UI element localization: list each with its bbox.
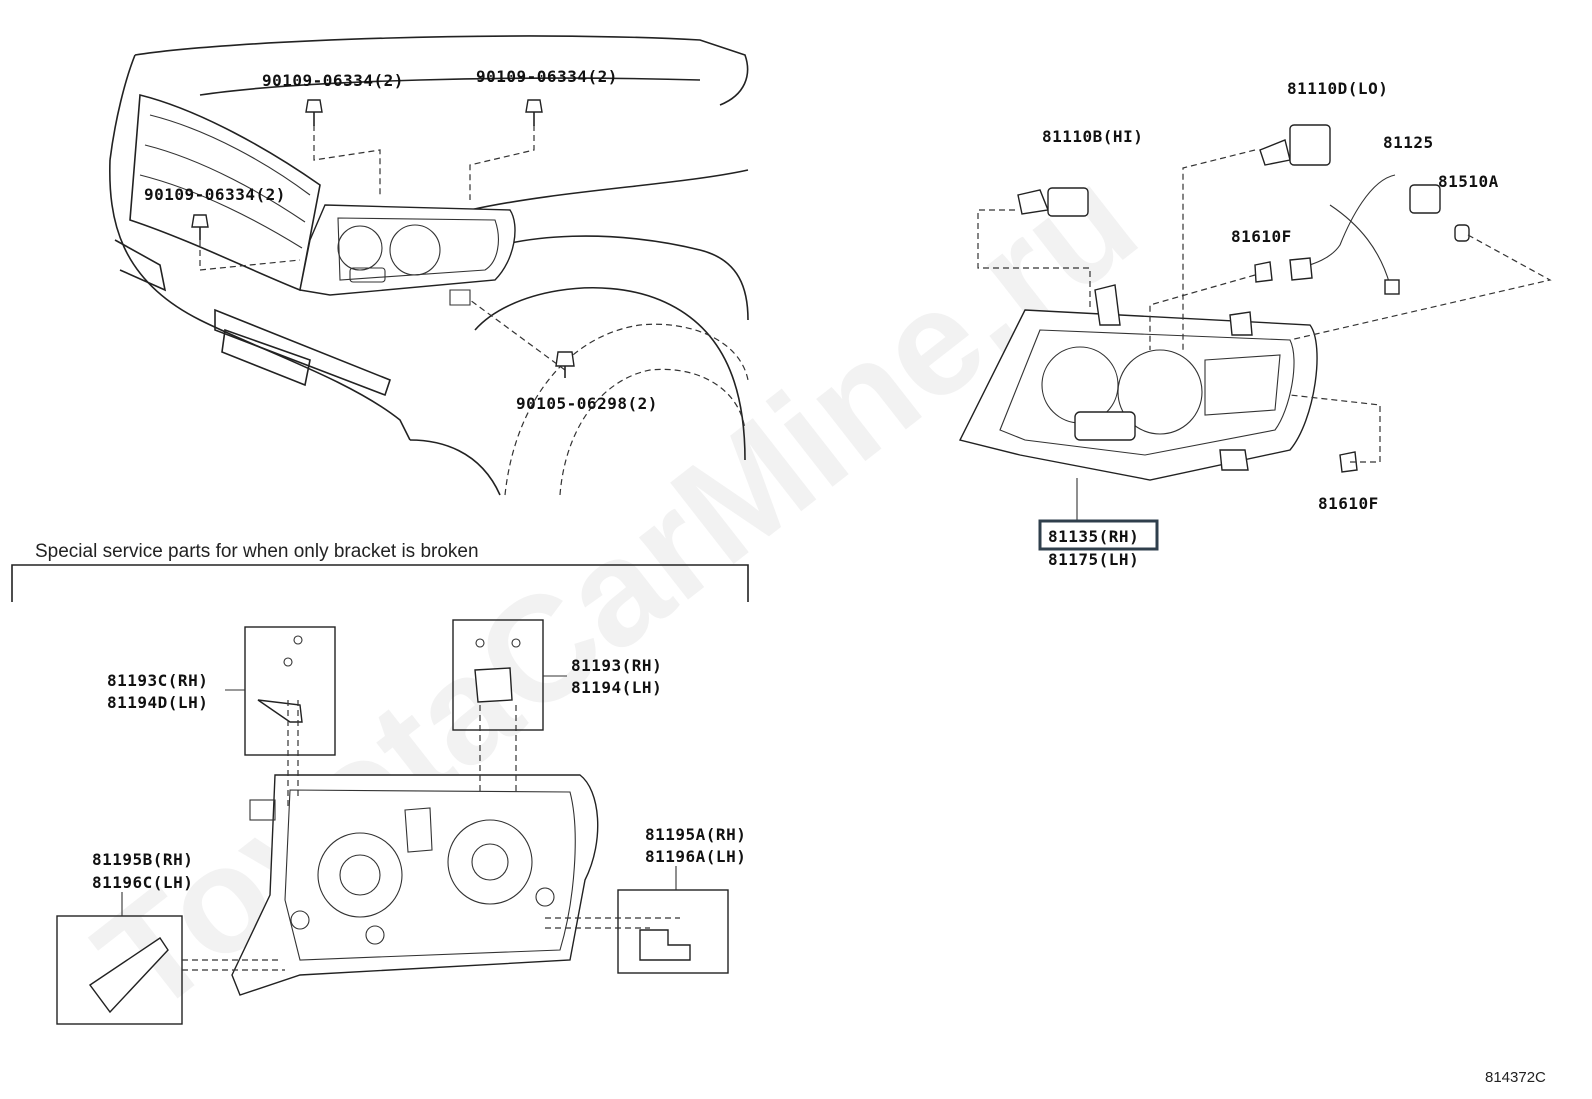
callout-81195b-rh[interactable]: 81195B(RH) xyxy=(92,850,193,869)
leader-lines-vehicle xyxy=(199,125,566,371)
callout-81135-rh[interactable]: 81135(RH) xyxy=(1048,527,1139,546)
callout-81175-lh[interactable]: 81175(LH) xyxy=(1048,550,1139,569)
callout-labels-headlamp: 81110B(HI) 81110D(LO) 81125 81510A 81610… xyxy=(1038,79,1499,569)
callout-81125[interactable]: 81125 xyxy=(1383,133,1434,152)
callout-81610f-upper[interactable]: 81610F xyxy=(1231,227,1292,246)
watermark-text: ToyotaCarMine.ru xyxy=(66,135,1165,1046)
callout-90109-06334-top-left[interactable]: 90109-06334(2) xyxy=(262,71,404,90)
selected-part-highlight xyxy=(1038,519,1159,551)
bracket-box-81195a xyxy=(617,889,729,974)
callout-90109-06334-grille[interactable]: 90109-06334(2) xyxy=(144,185,286,204)
leader-lines-headlamp xyxy=(977,149,1552,522)
bracket-box-81193 xyxy=(452,619,544,731)
bolt-icons-vehicle xyxy=(191,99,575,378)
special-service-bracket xyxy=(11,564,749,602)
callout-81196c-lh[interactable]: 81196C(LH) xyxy=(92,873,193,892)
headlamp-rear-illustration xyxy=(231,774,599,996)
headlamp-exploded-illustration xyxy=(958,124,1470,481)
figure-id: 814372C xyxy=(1485,1069,1546,1086)
callout-81193c-rh[interactable]: 81193C(RH) xyxy=(107,671,208,690)
special-service-heading: Special service parts for when only brac… xyxy=(35,541,479,562)
callout-81196a-lh[interactable]: 81196A(LH) xyxy=(645,847,746,866)
callout-labels-vehicle: 90109-06334(2) 90109-06334(2) 90109-0633… xyxy=(144,67,658,413)
callout-81110b-hi[interactable]: 81110B(HI) xyxy=(1042,127,1143,146)
callout-81110d-lo[interactable]: 81110D(LO) xyxy=(1287,79,1388,98)
callout-81193-rh[interactable]: 81193(RH) xyxy=(571,656,662,675)
callout-81194-lh[interactable]: 81194(LH) xyxy=(571,678,662,697)
callout-90109-06334-top-right[interactable]: 90109-06334(2) xyxy=(476,67,618,86)
callout-81610f-lower[interactable]: 81610F xyxy=(1318,494,1379,513)
callout-81194d-lh[interactable]: 81194D(LH) xyxy=(107,693,208,712)
callout-81510a[interactable]: 81510A xyxy=(1438,172,1499,191)
callout-81195a-rh[interactable]: 81195A(RH) xyxy=(645,825,746,844)
vehicle-front-illustration xyxy=(109,35,749,496)
callout-labels-brackets: 81193C(RH) 81194D(LH) 81193(RH) 81194(LH… xyxy=(92,656,746,892)
bracket-box-81193c xyxy=(244,626,336,756)
leader-lines-brackets xyxy=(121,675,680,971)
callout-90105-06298-fender[interactable]: 90105-06298(2) xyxy=(516,394,658,413)
